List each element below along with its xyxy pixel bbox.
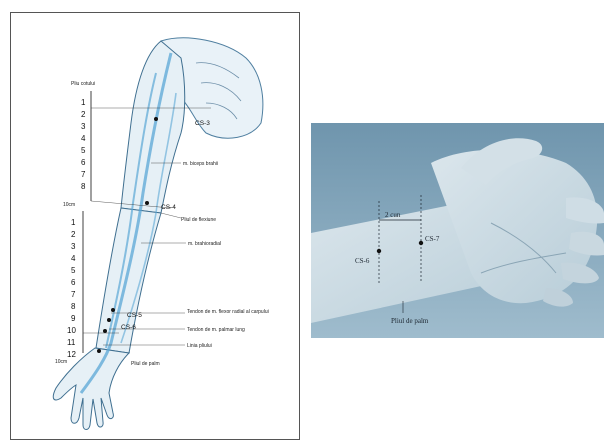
scale-num: 3 bbox=[81, 122, 86, 131]
acupoint-marker bbox=[107, 318, 111, 322]
scale-upper-numbers: 1 2 3 4 5 6 7 8 bbox=[81, 98, 86, 191]
scale-lower-numbers: 1 2 3 4 5 6 7 8 9 10 11 12 bbox=[67, 218, 76, 359]
annotation-label: m. biceps brahii bbox=[183, 161, 218, 167]
wrist-photo-panel: 2 cun CS-6 CS-7 Pliul de palm bbox=[311, 123, 604, 338]
acupoint-marker bbox=[377, 249, 381, 253]
annotation-label: Tendon de m. palmar lung bbox=[187, 327, 245, 333]
measure-label: 2 cun bbox=[385, 211, 401, 219]
scale-num: 3 bbox=[71, 242, 76, 251]
scale-num: 5 bbox=[81, 146, 86, 155]
scale-num: 4 bbox=[81, 134, 86, 143]
acupoint-label: CS-3 bbox=[195, 120, 210, 127]
scale-num: 1 bbox=[71, 218, 76, 227]
scale-num: 4 bbox=[71, 254, 76, 263]
acupoint-marker bbox=[111, 308, 115, 312]
scale-num: 7 bbox=[71, 290, 76, 299]
annotation-label: Pliul de flexiune bbox=[181, 217, 216, 223]
scale-num: 6 bbox=[81, 158, 86, 167]
scale-num: 8 bbox=[71, 302, 76, 311]
upper-arm-shape bbox=[121, 41, 185, 213]
acupoint-marker bbox=[419, 241, 423, 245]
scale-num: 2 bbox=[71, 230, 76, 239]
wrist-photo: 2 cun CS-6 CS-7 Pliul de palm bbox=[311, 123, 604, 338]
annotation-label: Tendon de m. flexor radial al carpului bbox=[187, 309, 269, 315]
scale-num: 12 bbox=[67, 350, 76, 359]
acupoint-label: CS-7 bbox=[425, 235, 440, 243]
photo-caption: Pliul de palm bbox=[391, 317, 429, 325]
scale-num: 7 bbox=[81, 170, 86, 179]
scale-num: 8 bbox=[81, 182, 86, 191]
scale-num: 9 bbox=[71, 314, 76, 323]
arm-diagram-panel: Pliu cotului 1 2 3 4 5 6 7 8 10cm 1 2 3 … bbox=[10, 12, 300, 440]
acupoint-label: CS-6 bbox=[355, 257, 370, 265]
scale-num: 11 bbox=[67, 338, 76, 347]
top-label: Pliu cotului bbox=[71, 81, 95, 87]
scale-num: 1 bbox=[81, 98, 86, 107]
scale-num: 6 bbox=[71, 278, 76, 287]
acupoint-label: CS-4 bbox=[161, 204, 176, 211]
mid-label: 10cm bbox=[63, 202, 75, 208]
acupoint-label: CS-6 bbox=[121, 324, 136, 331]
annotation-label: Pliul de palm bbox=[131, 361, 160, 367]
annotation-leader bbox=[161, 213, 181, 218]
acupoint-marker bbox=[154, 117, 158, 121]
wrist-label: 10cm bbox=[55, 359, 67, 365]
annotation-label: m. brahioradial bbox=[188, 241, 221, 247]
acupoint-marker bbox=[103, 329, 107, 333]
scale-num: 5 bbox=[71, 266, 76, 275]
acupoint-marker bbox=[97, 349, 101, 353]
acupoint-marker bbox=[145, 201, 149, 205]
arm-diagram: Pliu cotului 1 2 3 4 5 6 7 8 10cm 1 2 3 … bbox=[11, 13, 299, 439]
scale-num: 10 bbox=[67, 326, 76, 335]
scale-num: 2 bbox=[81, 110, 86, 119]
annotation-label: Linia pliului bbox=[187, 343, 212, 349]
